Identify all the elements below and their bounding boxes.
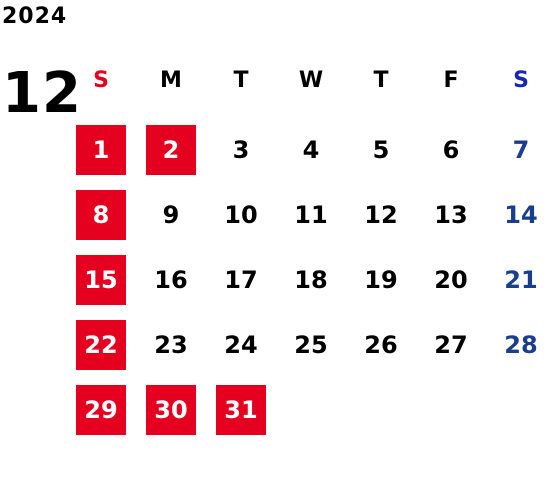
date-cell: 17 bbox=[224, 266, 258, 294]
date-cell: 5 bbox=[372, 136, 390, 164]
date-cell: 7 bbox=[512, 136, 530, 164]
date-cell: 12 bbox=[364, 201, 398, 229]
holiday-date-cell: 29 bbox=[76, 385, 126, 435]
date-cell: 28 bbox=[504, 331, 538, 359]
date-cell: 25 bbox=[294, 331, 328, 359]
weekday-tuesday: T bbox=[233, 68, 249, 93]
date-cell: 27 bbox=[434, 331, 468, 359]
date-cell: 13 bbox=[434, 201, 468, 229]
date-cell: 19 bbox=[364, 266, 398, 294]
holiday-date-cell: 2 bbox=[146, 125, 196, 175]
holiday-date-cell: 15 bbox=[76, 255, 126, 305]
date-cell: 21 bbox=[504, 266, 538, 294]
weekday-sunday: S bbox=[93, 68, 109, 93]
weekday-thursday: T bbox=[373, 68, 389, 93]
calendar-month: 12 bbox=[2, 61, 82, 126]
weekday-saturday: S bbox=[513, 68, 529, 93]
holiday-date-cell: 22 bbox=[76, 320, 126, 370]
date-cell: 6 bbox=[442, 136, 460, 164]
date-cell: 11 bbox=[294, 201, 328, 229]
date-cell: 24 bbox=[224, 331, 258, 359]
date-cell: 4 bbox=[302, 136, 320, 164]
weekday-wednesday: W bbox=[298, 68, 324, 93]
date-cell: 18 bbox=[294, 266, 328, 294]
date-cell: 20 bbox=[434, 266, 468, 294]
weekday-friday: F bbox=[443, 68, 459, 93]
weekday-monday: M bbox=[160, 68, 182, 93]
date-cell: 16 bbox=[154, 266, 188, 294]
date-cell: 9 bbox=[162, 201, 180, 229]
date-cell: 14 bbox=[504, 201, 538, 229]
calendar-year: 2024 bbox=[2, 4, 68, 29]
holiday-date-cell: 8 bbox=[76, 190, 126, 240]
date-cell: 10 bbox=[224, 201, 258, 229]
holiday-date-cell: 1 bbox=[76, 125, 126, 175]
date-cell: 26 bbox=[364, 331, 398, 359]
holiday-date-cell: 31 bbox=[216, 385, 266, 435]
date-cell: 23 bbox=[154, 331, 188, 359]
holiday-date-cell: 30 bbox=[146, 385, 196, 435]
date-cell: 3 bbox=[232, 136, 250, 164]
